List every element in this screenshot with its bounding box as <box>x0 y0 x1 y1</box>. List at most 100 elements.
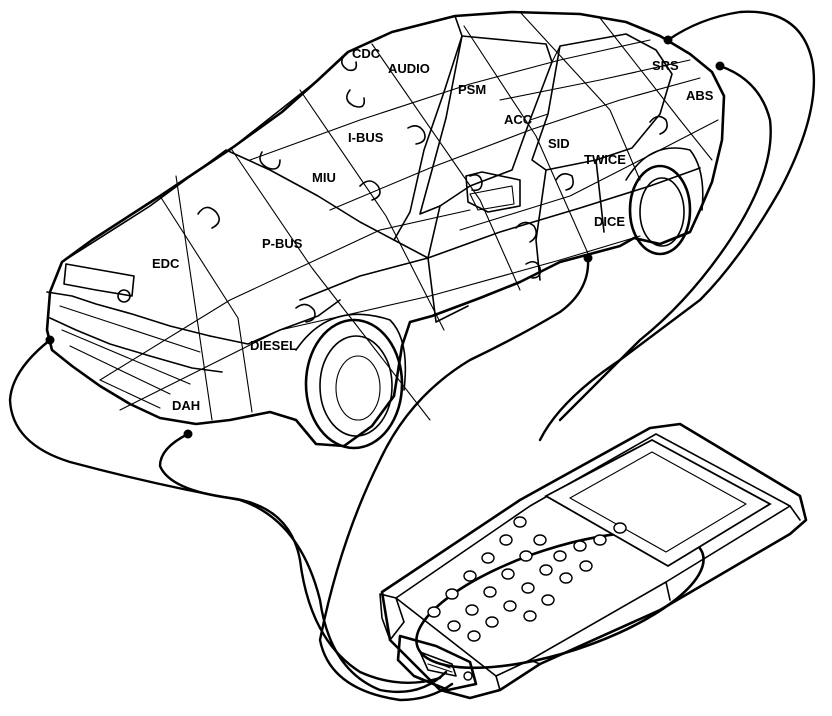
front-rim <box>319 335 393 437</box>
key <box>465 604 479 616</box>
key <box>521 582 535 594</box>
grid-line <box>499 59 691 101</box>
label-dice: DICE <box>594 214 625 229</box>
label-psm: PSM <box>458 82 486 97</box>
puzzle-knob <box>649 115 668 135</box>
label-srs: SRS <box>652 58 679 73</box>
key <box>541 594 555 606</box>
key <box>447 620 461 632</box>
b-pillar <box>529 45 561 121</box>
cable-abs <box>558 64 772 422</box>
key <box>445 588 459 600</box>
label-twice: TWICE <box>584 152 626 167</box>
connector-point-dice <box>583 253 593 263</box>
side-window-rear <box>531 33 673 171</box>
label-ibus: I-BUS <box>348 130 384 145</box>
label-acc: ACC <box>504 112 533 127</box>
cable-dice <box>318 256 590 702</box>
grid-line <box>119 235 641 411</box>
key <box>519 550 533 562</box>
front-wheel-arch <box>295 313 407 391</box>
cable-dah <box>158 432 442 684</box>
fuel-cap <box>117 289 131 303</box>
label-pbus: P-BUS <box>262 236 303 251</box>
door-handle-front <box>469 185 515 211</box>
key <box>503 600 517 612</box>
label-diesel: DIESEL <box>250 338 297 353</box>
tool-screen <box>544 438 772 568</box>
windshield <box>231 15 463 241</box>
cable-front-bumper <box>8 338 448 694</box>
grid-line <box>599 17 713 161</box>
tool-connector-pins <box>425 657 453 673</box>
puzzle-knob <box>359 180 381 201</box>
puzzle-knob <box>407 124 426 145</box>
label-edc: EDC <box>152 256 180 271</box>
side-mirror <box>465 171 521 213</box>
key <box>513 516 527 528</box>
tool-side-edge <box>495 505 801 691</box>
tool-connector <box>396 634 478 692</box>
label-abs: ABS <box>686 88 714 103</box>
grid-line <box>99 209 471 381</box>
connector-point-abs <box>715 61 725 71</box>
label-sid: SID <box>548 136 570 151</box>
car-body <box>45 10 726 448</box>
connector-point-dah <box>183 429 193 439</box>
puzzle-knob <box>197 206 220 229</box>
grid-line <box>463 25 591 259</box>
hood-edge <box>61 149 429 263</box>
grid-line <box>459 119 719 231</box>
front-bumper <box>49 317 223 373</box>
label-miu: MIU <box>312 170 336 185</box>
key <box>427 606 441 618</box>
tool-keypad <box>427 516 627 642</box>
label-cdc: CDC <box>352 46 381 61</box>
cables <box>8 10 816 702</box>
rear-wheel-arch <box>625 147 704 211</box>
grille-slats <box>59 305 201 409</box>
side-window-front <box>419 35 553 215</box>
puzzle-knob <box>346 89 366 108</box>
key <box>483 586 497 598</box>
tool-screen-inner <box>569 451 747 553</box>
puzzle-knob <box>515 221 538 243</box>
rear-tire <box>628 164 692 256</box>
body-side-crease <box>299 167 701 301</box>
key <box>523 610 537 622</box>
grid-line <box>231 149 431 421</box>
grid-line <box>249 39 651 161</box>
key <box>533 534 547 546</box>
tool-connector-port <box>419 651 457 677</box>
headlight <box>63 263 135 297</box>
front-hub <box>335 355 381 421</box>
rear-rim <box>639 177 685 247</box>
key <box>579 560 593 572</box>
puzzle-knob <box>259 151 281 170</box>
key <box>613 522 627 534</box>
module-labels: CDC AUDIO PSM SRS ABS ACC I-BUS SID TWIC… <box>152 46 714 413</box>
key <box>539 564 553 576</box>
tool-connector-screw <box>463 671 473 681</box>
puzzle-knob <box>295 303 316 323</box>
key <box>467 630 481 642</box>
key <box>499 534 513 546</box>
puzzle-knob <box>525 260 542 279</box>
grid-line <box>299 89 445 331</box>
tool-holster <box>415 530 705 670</box>
puzzle-knob <box>555 172 574 191</box>
connector-point-front <box>45 335 55 345</box>
front-fascia <box>46 291 211 337</box>
grid-line <box>371 43 521 291</box>
key <box>559 572 573 584</box>
key <box>501 568 515 580</box>
key <box>593 534 607 546</box>
cable-rear <box>538 10 816 442</box>
grid-line <box>329 77 701 211</box>
key <box>463 570 477 582</box>
grid-line <box>519 11 641 181</box>
key <box>485 616 499 628</box>
connector-point-srs <box>663 35 673 45</box>
